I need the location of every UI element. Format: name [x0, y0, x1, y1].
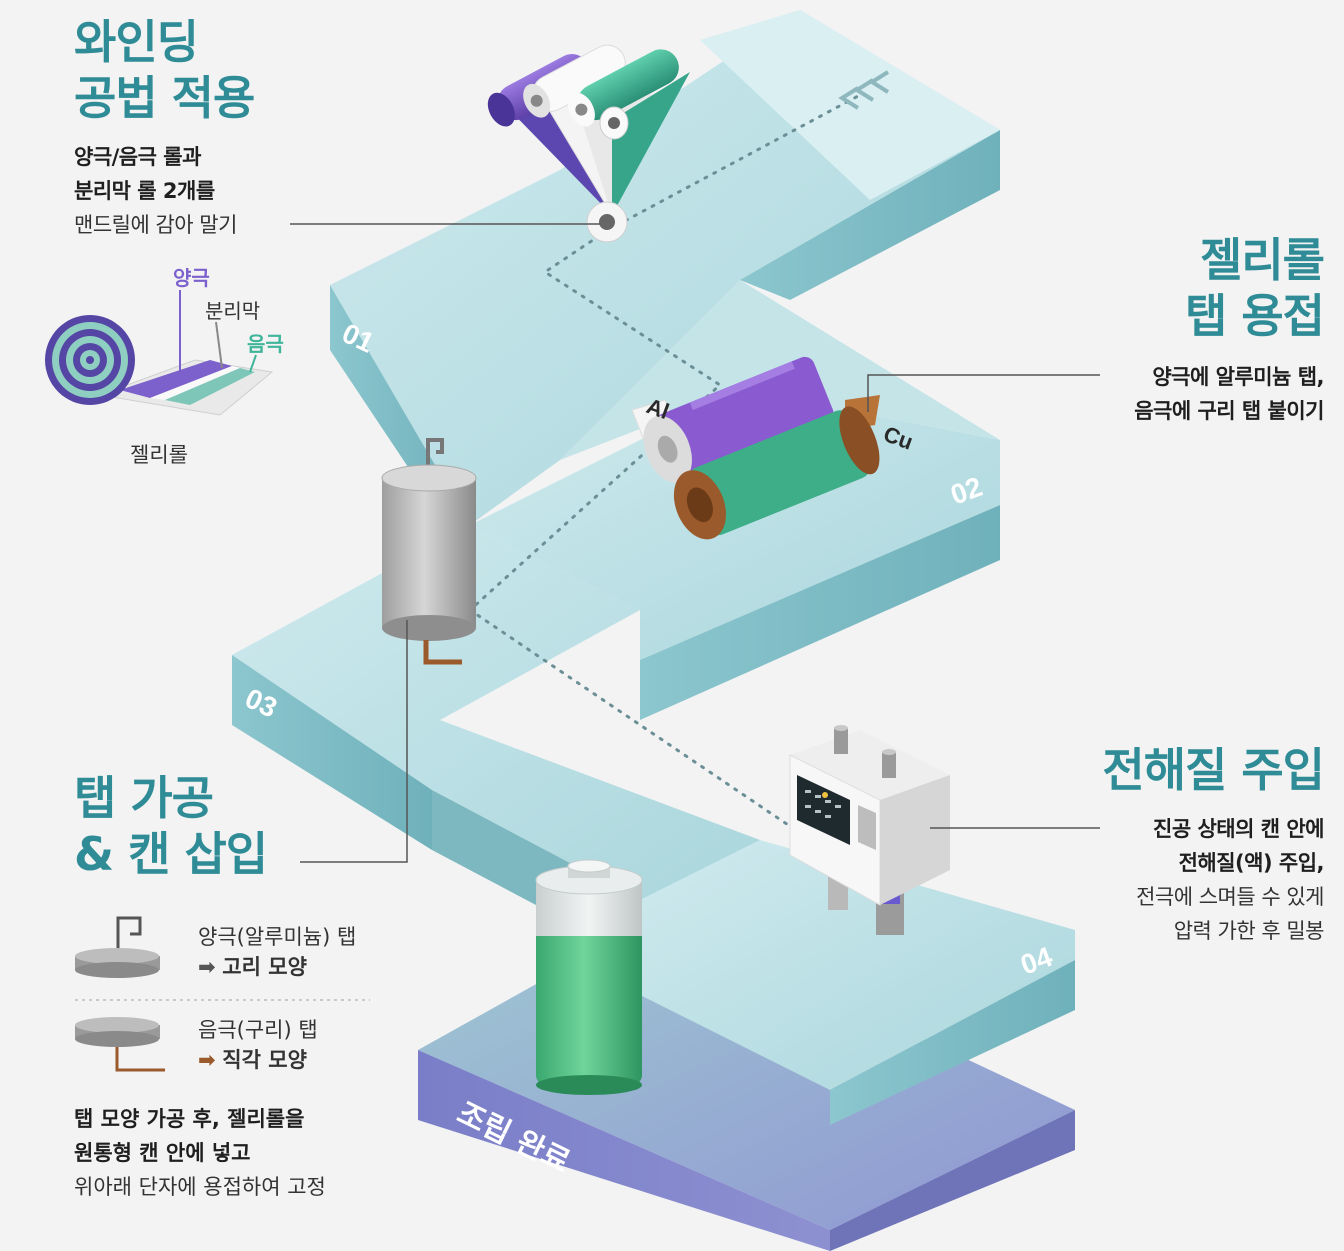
step-02-title-line: 탭 용접: [1185, 289, 1325, 343]
arrow-right-icon: ➡: [198, 955, 216, 979]
step-03-desc-line: 탭 모양 가공 후, 젤리롤을: [74, 1107, 305, 1131]
step-04-title: 전해질 주입: [1102, 742, 1325, 798]
step-04-description: 진공 상태의 캔 안에 전해질(액) 주입, 전극에 스며들 수 있게 압력 가…: [1136, 812, 1324, 948]
jellyroll-tab-illustration: Al Cu: [631, 356, 916, 540]
legend-cathode-label: 양극: [173, 266, 210, 290]
step-02-desc-line: 양극에 알루미늄 탭,: [1152, 365, 1324, 389]
step-04-desc-line: 진공 상태의 캔 안에: [1153, 817, 1325, 841]
platform-04: [640, 840, 1075, 1125]
process-path: [467, 228, 842, 862]
arrow-right-icon: ➡: [198, 1048, 216, 1072]
step-01-desc-line: 양극/음극 롤과: [74, 145, 201, 169]
step-04-desc-line: 전극에 스며들 수 있게: [1136, 885, 1324, 909]
completed-battery-illustration: [535, 859, 643, 1095]
battery-can-illustration: [381, 438, 477, 665]
copper-tab-shape-icon: [75, 1017, 165, 1072]
step-02-title: 젤리롤 탭 용접: [1185, 232, 1325, 344]
step-03-title-line: & 캔 삽입: [74, 827, 268, 881]
step-01-title-line: 와인딩: [74, 15, 199, 69]
step-03-desc-line: 위아래 단자에 용접하여 고정: [74, 1175, 326, 1199]
copper-tab-description: 음극(구리) 탭 ➡ 직각 모양: [198, 1015, 318, 1075]
aluminum-tab-shape: 고리 모양: [222, 955, 307, 979]
step-03-title: 탭 가공 & 캔 삽입: [74, 770, 268, 882]
step-01-description: 양극/음극 롤과 분리막 롤 2개를 맨드릴에 감아 말기: [74, 140, 237, 242]
step-04-desc-line: 압력 가한 후 밀봉: [1173, 919, 1325, 943]
winding-rollers-illustration: [487, 44, 690, 243]
step-01-title-line: 공법 적용: [74, 71, 255, 125]
chevron-left-icon: [838, 70, 890, 110]
legend-separator-label: 분리막: [205, 299, 260, 323]
jellyroll-legend-illustration: [45, 290, 274, 416]
leader-lines: [290, 223, 1100, 863]
copper-tab-name: 음극(구리) 탭: [198, 1018, 318, 1042]
step-03-title-line: 탭 가공: [74, 771, 214, 825]
step-01-desc-line: 맨드릴에 감아 말기: [74, 213, 237, 237]
step-04-title-line: 전해질 주입: [1102, 743, 1325, 797]
step-03-description: 탭 모양 가공 후, 젤리롤을 원통형 캔 안에 넣고 위아래 단자에 용접하여…: [74, 1102, 326, 1204]
step-02-desc-line: 음극에 구리 탭 붙이기: [1134, 399, 1324, 423]
aluminum-tab-shape-icon: [75, 916, 160, 978]
step-02-title-line: 젤리롤: [1200, 233, 1325, 287]
step-01-desc-line: 분리막 롤 2개를: [74, 179, 215, 203]
step-04-desc-line: 전해질(액) 주입,: [1178, 851, 1325, 875]
legend-caption: 젤리롤: [130, 443, 188, 467]
electrolyte-injector-illustration: [789, 725, 950, 935]
aluminum-tab-description: 양극(알루미늄) 탭 ➡ 고리 모양: [198, 922, 356, 982]
step-03-desc-line: 원통형 캔 안에 넣고: [74, 1141, 251, 1165]
legend-anode-label: 음극: [247, 332, 284, 356]
step-02-description: 양극에 알루미늄 탭, 음극에 구리 탭 붙이기: [1134, 360, 1324, 428]
step-01-title: 와인딩 공법 적용: [74, 14, 255, 126]
copper-tab-shape: 직각 모양: [222, 1048, 307, 1072]
aluminum-tab-name: 양극(알루미늄) 탭: [198, 925, 357, 949]
